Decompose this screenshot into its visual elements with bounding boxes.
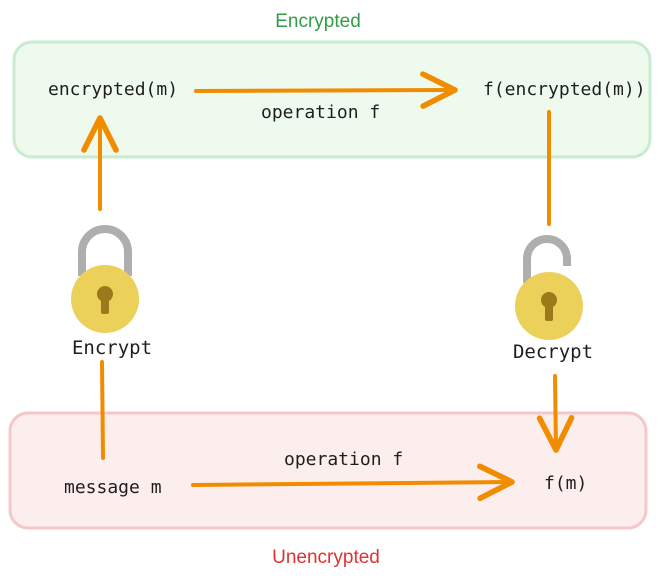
encrypt-label: Encrypt [72, 337, 152, 359]
arrow-bottom-operation [191, 463, 515, 502]
unencrypted-zone-title: Unencrypted [272, 547, 380, 568]
node-f-m: f(m) [544, 473, 587, 494]
node-message-m: message m [64, 477, 162, 498]
node-encrypted-m: encrypted(m) [48, 79, 178, 100]
unencrypted-zone [8, 411, 648, 530]
decrypt-label: Decrypt [513, 341, 593, 363]
arrow-top-operation [194, 71, 458, 109]
open-lock-icon [515, 235, 583, 340]
closed-lock-icon [71, 225, 139, 333]
arrow-decrypt-down [536, 374, 575, 453]
node-f-encrypted-m: f(encrypted(m)) [483, 79, 646, 100]
encrypted-zone-title: Encrypted [275, 11, 361, 32]
line-message-to-encrypt [100, 360, 105, 460]
bottom-operation-label: operation f [284, 449, 403, 470]
top-operation-label: operation f [261, 102, 380, 123]
encrypted-zone [12, 40, 652, 159]
